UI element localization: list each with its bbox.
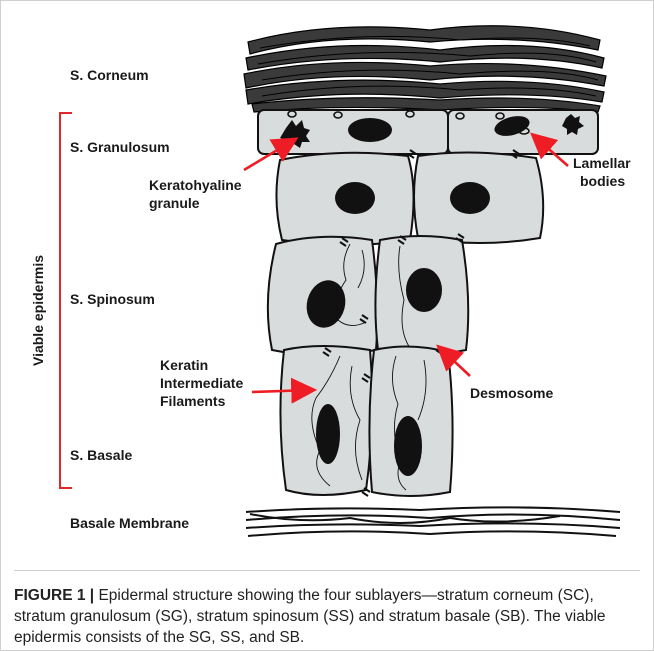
label-stratum-basale: S. Basale: [70, 447, 132, 463]
figure-caption: FIGURE 1 | Epidermal structure showing t…: [14, 585, 636, 648]
label-lamellar-line1: Lamellar: [573, 155, 631, 171]
label-viable-epidermis: Viable epidermis: [30, 255, 46, 366]
stratum-corneum-layer: [244, 26, 606, 112]
label-lamellar-line2: bodies: [580, 173, 625, 189]
basale-membrane-shape: [246, 507, 620, 536]
label-basale-membrane: Basale Membrane: [70, 515, 189, 531]
label-desmosome: Desmosome: [470, 385, 553, 401]
label-stratum-spinosum: S. Spinosum: [70, 291, 155, 307]
label-keratohyaline-line2: granule: [149, 195, 200, 211]
basale-cells: [280, 346, 452, 496]
label-keratin-line1: Keratin: [160, 357, 208, 373]
caption-divider: [14, 570, 640, 571]
caption-text: Epidermal structure showing the four sub…: [14, 587, 606, 646]
label-stratum-granulosum: S. Granulosum: [70, 139, 170, 155]
figure-number: FIGURE 1 |: [14, 587, 94, 604]
label-keratin-line2: Intermediate: [160, 375, 243, 391]
spinosum-upper-cells: [276, 152, 543, 245]
label-keratohyaline-line1: Keratohyaline: [149, 177, 242, 193]
label-stratum-corneum: S. Corneum: [70, 67, 149, 83]
label-keratin-line3: Filaments: [160, 393, 226, 409]
